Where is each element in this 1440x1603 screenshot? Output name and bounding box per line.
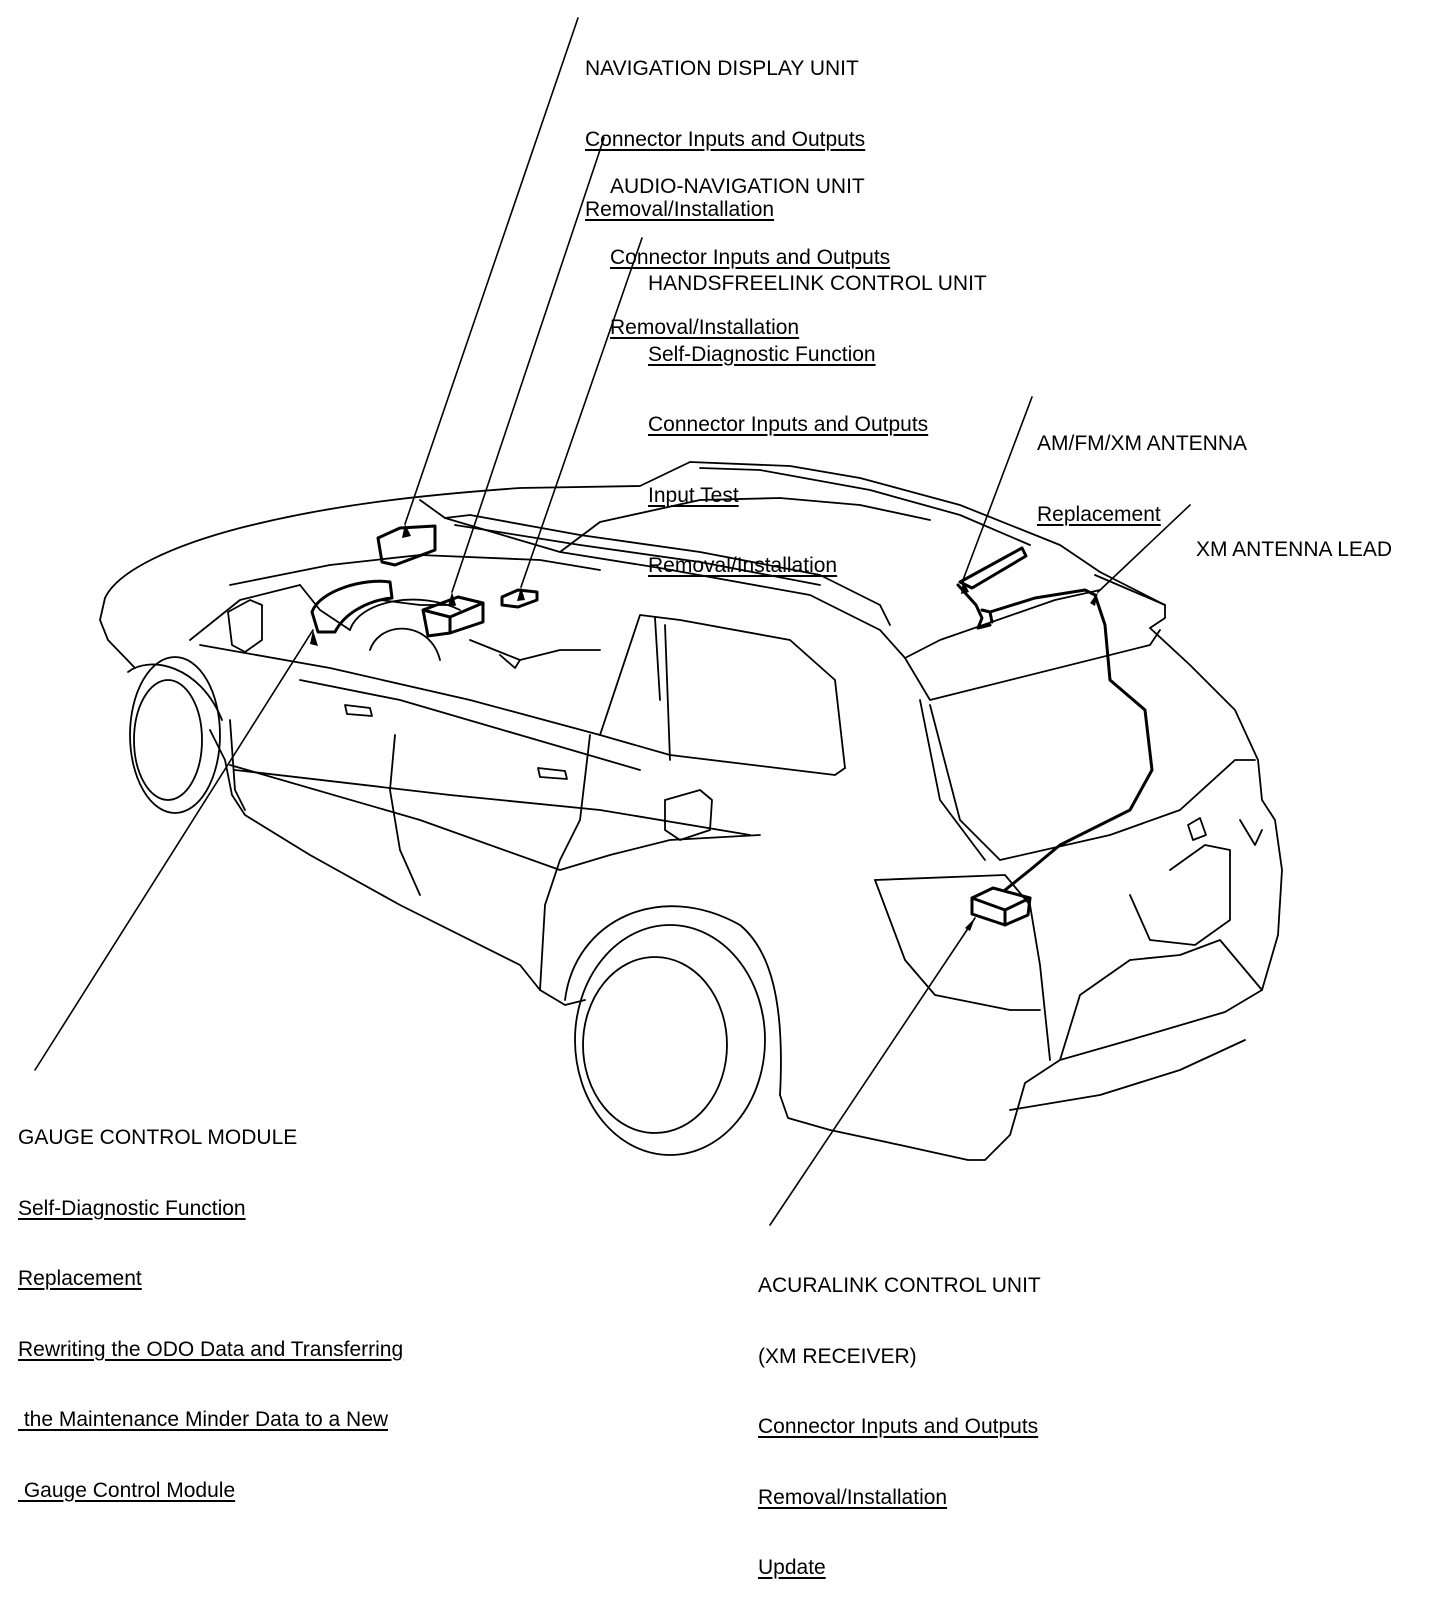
leader-lines [34,17,1191,1226]
navigation-display-unit-shape [376,524,437,567]
acuralink-connector-link[interactable]: Connector Inputs and Outputs [758,1415,1039,1438]
navigation-display-unit-callout: NAVIGATION DISPLAY UNIT Connector Inputs… [585,10,865,245]
hfl-self-diagnostic-link[interactable]: Self-Diagnostic Function [648,342,876,366]
gauge-control-module-callout: GAUGE CONTROL MODULE Self-Diagnostic Fun… [18,1079,403,1526]
audio-nav-removal-link[interactable]: Removal/Installation [610,316,800,339]
acuralink-update-link[interactable]: Update [758,1556,826,1579]
audio-navigation-unit-shape [421,595,485,638]
acuralink-control-unit-shape [970,886,1032,927]
nav-display-connector-link[interactable]: Connector Inputs and Outputs [585,127,866,151]
handsfreelink-title: HANDSFREELINK CONTROL UNIT [648,272,987,295]
leader-arrowheads [310,524,1098,931]
acuralink-title: ACURALINK CONTROL UNIT [758,1274,1041,1297]
gauge-replacement-link[interactable]: Replacement [18,1267,142,1290]
acuralink-control-unit-callout: ACURALINK CONTROL UNIT (XM RECEIVER) Con… [758,1227,1041,1603]
gauge-odo-rewrite-link-line2[interactable]: the Maintenance Minder Data to a New [18,1408,389,1431]
gauge-odo-rewrite-link-line3[interactable]: Gauge Control Module [18,1478,236,1502]
car-body-outline [99,461,1283,1161]
nav-display-removal-link[interactable]: Removal/Installation [585,198,775,221]
handsfreelink-control-unit-callout: HANDSFREELINK CONTROL UNIT Self-Diagnost… [648,225,987,601]
antenna-replacement-link[interactable]: Replacement [1037,502,1161,526]
gauge-odo-rewrite-link-line1[interactable]: Rewriting the ODO Data and Transferring [18,1337,404,1361]
gauge-title: GAUGE CONTROL MODULE [18,1126,298,1149]
xm-antenna-lead-callout: XM ANTENNA LEAD [1196,491,1392,585]
navigation-display-unit-title: NAVIGATION DISPLAY UNIT [585,57,859,80]
handsfreelink-control-unit-shape [500,588,539,609]
antenna-title: AM/FM/XM ANTENNA [1037,432,1248,455]
xm-antenna-lead-shape [988,588,1154,892]
audio-navigation-unit-callout: AUDIO-NAVIGATION UNIT Connector Inputs a… [610,128,890,363]
gauge-self-diagnostic-link[interactable]: Self-Diagnostic Function [18,1196,246,1220]
acuralink-removal-link[interactable]: Removal/Installation [758,1485,948,1509]
audio-nav-connector-link[interactable]: Connector Inputs and Outputs [610,245,891,269]
hfl-removal-link[interactable]: Removal/Installation [648,554,838,577]
hfl-connector-link[interactable]: Connector Inputs and Outputs [648,413,929,436]
xm-antenna-lead-title: XM ANTENNA LEAD [1196,538,1393,561]
acuralink-subtitle: (XM RECEIVER) [758,1344,917,1368]
gauge-control-module-shape [310,579,394,634]
audio-navigation-unit-title: AUDIO-NAVIGATION UNIT [610,175,865,198]
am-fm-xm-antenna-callout: AM/FM/XM ANTENNA Replacement [1037,385,1247,550]
hfl-input-test-link[interactable]: Input Test [648,483,739,507]
vehicle-component-location-illustration [34,17,1283,1226]
